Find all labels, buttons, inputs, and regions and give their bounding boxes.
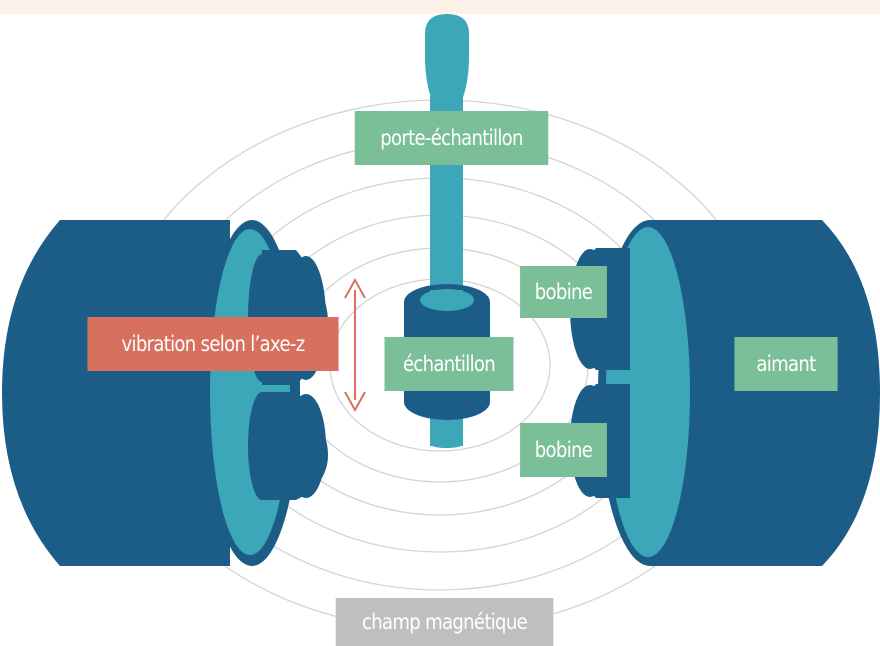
sample-holder-handle xyxy=(425,14,469,100)
left-coil-bottom-end xyxy=(286,394,326,498)
label-sample: échantillon xyxy=(384,337,514,391)
label-vibration: vibration selon l’axe-z xyxy=(87,317,339,371)
left-magnet xyxy=(2,220,328,566)
right-magnet-body xyxy=(650,220,880,566)
left-magnet-body xyxy=(2,220,230,566)
vibration-arrow xyxy=(344,277,366,413)
right-magnet xyxy=(570,220,880,566)
top-banner xyxy=(0,0,880,14)
sample-rod-segment xyxy=(430,290,463,300)
label-field: champ magnétique xyxy=(335,598,554,646)
label-sample-holder: porte-échantillon xyxy=(354,111,549,165)
label-coil-bottom: bobine xyxy=(520,423,607,477)
label-magnet: aimant xyxy=(734,337,838,391)
sample-bottom xyxy=(404,384,490,420)
label-coil-top: bobine xyxy=(520,266,607,318)
sample-holder-rod-tip xyxy=(430,440,463,448)
left-coil-bottom-face xyxy=(248,392,276,500)
